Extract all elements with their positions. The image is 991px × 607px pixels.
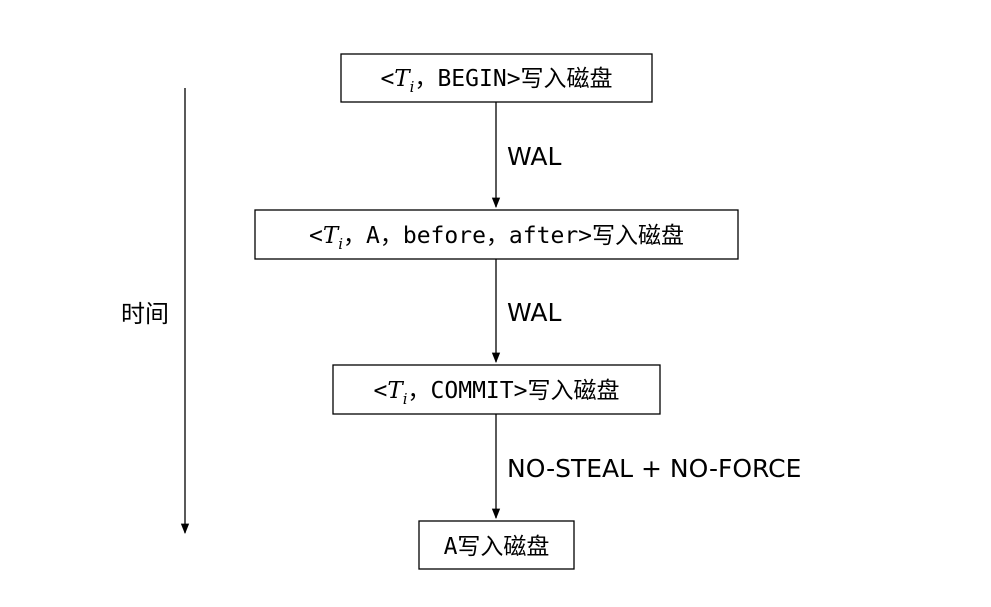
edge-label-1: WAL <box>507 142 561 171</box>
node-write-a-label: A写入磁盘 <box>444 534 550 560</box>
time-label: 时间 <box>121 300 169 328</box>
node-commit: <Ti，COMMIT>写入磁盘 <box>332 364 661 415</box>
node-write-a: A写入磁盘 <box>418 520 575 570</box>
node-commit-label: <Ti，COMMIT>写入磁盘 <box>374 378 620 408</box>
node-update-label: <Ti，A，before，after>写入磁盘 <box>309 223 684 253</box>
edge-label-2: WAL <box>507 298 561 327</box>
node-begin-label: <Ti，BEGIN>写入磁盘 <box>380 66 612 96</box>
edge-label-3: NO-STEAL + NO-FORCE <box>507 454 801 483</box>
node-update: <Ti，A，before，after>写入磁盘 <box>254 209 739 260</box>
node-begin: <Ti，BEGIN>写入磁盘 <box>340 53 653 103</box>
